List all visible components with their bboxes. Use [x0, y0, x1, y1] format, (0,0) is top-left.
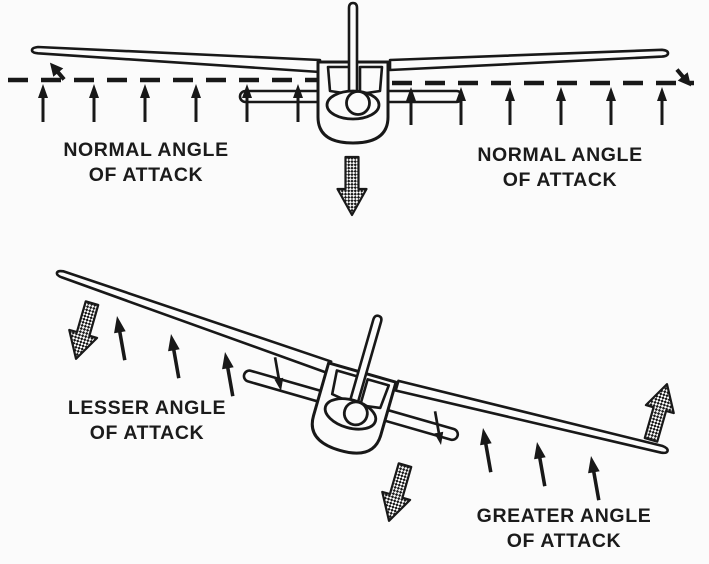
label-line: NORMAL ANGLE: [477, 144, 643, 166]
label-line: GREATER ANGLE: [476, 505, 652, 527]
lift-arrow: [585, 454, 605, 502]
lift-arrow: [191, 84, 201, 122]
glider-front-view-banked: [29, 225, 683, 539]
label-line: OF ATTACK: [506, 529, 622, 552]
descending-wing-airflow-up-arrow-icon: [635, 379, 683, 445]
normal-aoa-label-left: NORMAL ANGLE OF ATTACK: [36, 138, 256, 187]
banked-flight-panel: [29, 225, 683, 539]
lesser-aoa-label: LESSER ANGLE OF ATTACK: [37, 396, 257, 445]
lift-arrow: [140, 84, 150, 122]
greater-aoa-label: GREATER ANGLE OF ATTACK: [454, 504, 674, 553]
lift-arrow: [556, 87, 566, 125]
descent-airflow-down-arrow-icon: [373, 460, 421, 526]
rising-wing-airflow-down-arrow-icon: [60, 298, 108, 364]
label-line: NORMAL ANGLE: [63, 139, 229, 161]
glider-front-view-level: [30, 1, 670, 145]
lift-arrow: [219, 350, 239, 398]
lift-arrow: [38, 84, 48, 122]
flow-marker-right-icon: [671, 65, 697, 91]
lift-arrow: [89, 84, 99, 122]
label-line: OF ATTACK: [89, 421, 205, 444]
level-flight-panel: [8, 1, 697, 217]
lift-arrow: [477, 426, 497, 474]
lift-arrow: [165, 332, 185, 380]
lift-arrow: [606, 87, 616, 125]
relative-wind-down-arrow-icon: [336, 155, 368, 217]
lift-arrow: [657, 87, 667, 125]
chord-dashed-line: [8, 77, 694, 86]
label-line: OF ATTACK: [502, 168, 618, 191]
normal-aoa-label-right: NORMAL ANGLE OF ATTACK: [450, 143, 670, 192]
lift-arrow: [111, 314, 131, 362]
label-line: OF ATTACK: [88, 163, 204, 186]
label-line: LESSER ANGLE: [67, 397, 227, 419]
lift-arrow: [531, 440, 551, 488]
lift-arrow: [505, 87, 515, 125]
